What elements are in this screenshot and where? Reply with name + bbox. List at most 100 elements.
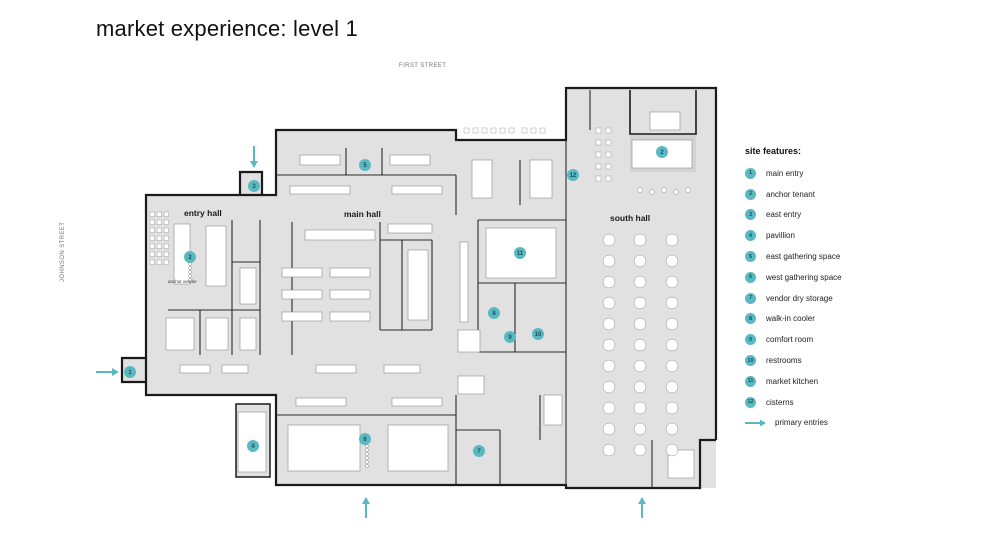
banquet-table [602,401,616,415]
legend-item-primary-entries[interactable]: primary entries [745,413,842,434]
svg-text:2: 2 [188,255,192,261]
legend-item-comfort-room[interactable]: 9 comfort room [745,329,842,350]
svg-text:1: 1 [128,370,132,376]
legend-item-east-gathering[interactable]: 5 east gathering space [745,246,842,267]
legend-label: west gathering space [766,272,842,282]
seat [490,127,497,134]
pavillion-wall [235,403,271,478]
map-marker-cisterns[interactable]: 12 [567,169,579,181]
entry-arrow-south-2 [638,497,646,518]
map-marker-anchor-vendor[interactable]: 2 [184,251,196,263]
seat [472,127,479,134]
map-marker-main-entry[interactable]: 1 [124,366,136,378]
seat [163,243,169,249]
vestibule-main-wall [120,356,146,384]
seat [149,259,155,265]
map-marker-vendor-dry-storage[interactable]: 7 [473,445,485,457]
legend-label: market kitchen [766,376,819,386]
map-marker-west-gathering[interactable]: 6 [359,433,371,445]
banquet-table [665,338,679,352]
legend-marker: 4 [745,230,756,242]
legend-marker: 10 [745,355,756,367]
legend-label: vendor dry storage [766,293,833,303]
map-marker-comfort-room[interactable]: 9 [504,331,516,343]
seat [156,251,162,257]
seat [499,127,506,134]
legend-label: primary entries [775,418,828,428]
seat [156,227,162,233]
map-marker-east-entry[interactable]: 3 [248,180,260,192]
svg-text:7: 7 [477,449,481,455]
legend-marker: 7 [745,292,756,304]
interior-walls [168,90,653,488]
entry-hall-floor [146,195,276,395]
legend-item-restrooms[interactable]: 10 restrooms [745,350,842,371]
legend-item-walk-in-cooler[interactable]: 8 walk-in cooler [745,309,842,330]
banquet-table [602,422,616,436]
map-marker-restrooms[interactable]: 10 [532,328,544,340]
svg-text:9: 9 [508,335,512,341]
seat [163,251,169,257]
legend-label: east gathering space [766,252,841,262]
svg-text:10: 10 [535,332,542,338]
legend-marker: 9 [745,334,756,346]
stool [188,270,192,274]
banquet-table [602,443,616,457]
legend-title: site features: [745,146,802,156]
entry-arrow-west [96,368,119,376]
seat [149,219,155,225]
stool [365,444,369,448]
lounge-seat [637,187,643,193]
legend-item-west-gathering[interactable]: 6 west gathering space [745,267,842,288]
banquet-table [633,254,647,268]
legend-label: pavillion [766,231,795,241]
legend-item-anchor-tenant[interactable]: 2 anchor tenant [745,184,842,205]
anchor-wall [629,90,697,135]
legend-marker: 6 [745,271,756,283]
legend-panel: site features: 1 main entry 2 anchor ten… [745,146,842,433]
map-marker-east-gathering[interactable]: 5 [359,159,371,171]
seat [605,139,612,146]
legend-item-main-entry[interactable]: 1 main entry [745,163,842,184]
stool [365,448,369,452]
banquet-table [665,443,679,457]
banquet-table [602,317,616,331]
legend-label: anchor tenant [766,189,815,199]
banquet-table [602,296,616,310]
banquet-table [633,233,647,247]
svg-text:3: 3 [252,184,256,190]
banquet-table [665,422,679,436]
banquet-table [633,443,647,457]
entry-arrow-south-1 [362,497,370,518]
map-marker-market-kitchen[interactable]: 11 [514,247,526,259]
seat [149,243,155,249]
legend-item-cisterns[interactable]: 12 cisterns [745,392,842,413]
legend-item-vendor-dry-storage[interactable]: 7 vendor dry storage [745,288,842,309]
map-marker-anchor-tenant[interactable]: 2 [656,146,668,158]
banquet-table [602,338,616,352]
legend-marker: 1 [745,167,756,179]
page-title: market experience: level 1 [96,16,358,41]
legend-item-market-kitchen[interactable]: 11 market kitchen [745,371,842,392]
seat [163,227,169,233]
banquet-table [665,296,679,310]
legend-marker: 11 [745,375,756,387]
stool [365,456,369,460]
vestibule-east-wall [238,170,264,196]
banquet-table [665,380,679,394]
legend-item-pavillion[interactable]: 4 pavillion [745,225,842,246]
legend-item-east-entry[interactable]: 3 east entry [745,205,842,226]
street-label-first: FIRST STREET [399,63,447,69]
seat [149,251,155,257]
legend-label: restrooms [766,356,802,366]
lounge-seat [649,189,655,195]
stool [188,274,192,278]
map-marker-pavillion[interactable]: 4 [247,440,259,452]
map-marker-walk-in-cooler[interactable]: 8 [488,307,500,319]
svg-text:4: 4 [251,444,255,450]
seat [539,127,546,134]
seat [530,127,537,134]
svg-text:12: 12 [570,173,577,179]
arrow-right-icon [745,419,766,427]
banquet-table [633,422,647,436]
